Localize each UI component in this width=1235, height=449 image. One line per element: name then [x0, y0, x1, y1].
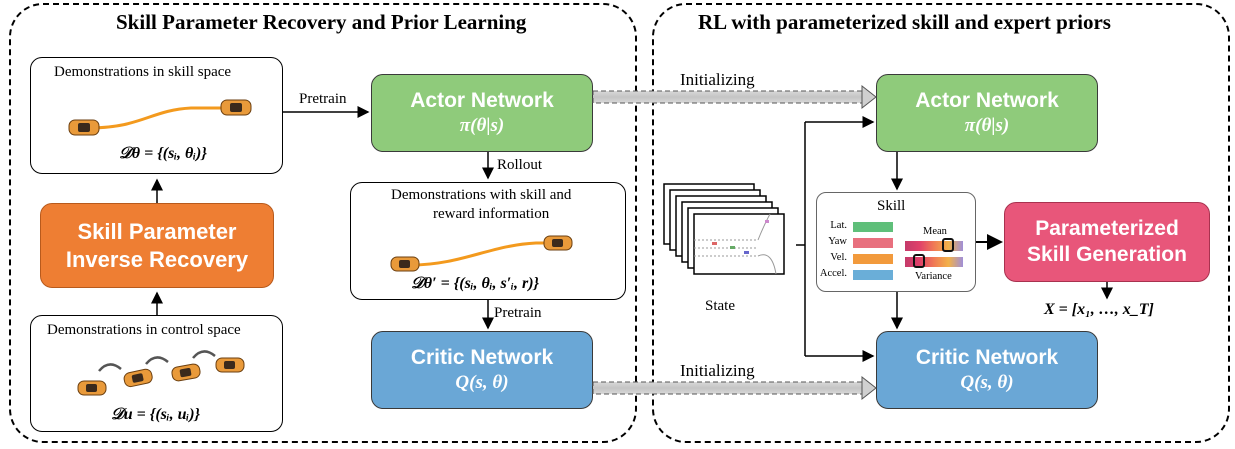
output-formula: X = [x₁, …, x_T]: [1044, 301, 1154, 318]
skill-variance-marker: [913, 254, 925, 268]
right-critic-network: Critic Network Q(s, θ): [876, 331, 1098, 409]
skill-mean-marker: [942, 238, 954, 252]
car-icon: [171, 363, 201, 382]
demo-control-caption: Demonstrations in control space: [47, 322, 241, 338]
demo-skill-space-box: Demonstrations in skill space 𝒟θ = {(sᵢ,…: [30, 57, 283, 174]
left-critic-formula: Q(s, θ): [455, 372, 509, 393]
car-icon: [215, 357, 245, 373]
control-sequence: [77, 350, 245, 396]
reward-trajectory: [390, 235, 573, 272]
car-icon: [68, 119, 100, 136]
inverse-recovery-box: Skill Parameter Inverse Recovery: [40, 203, 274, 288]
right-critic-title: Critic Network: [915, 346, 1059, 369]
car-icon: [77, 380, 107, 396]
left-actor-network: Actor Network π(θ|s): [371, 74, 593, 152]
skill-bar-accel: [853, 270, 893, 280]
init-top-label: Initializing: [680, 70, 755, 89]
skill-bar-yaw: [853, 238, 893, 248]
state-label: State: [705, 298, 735, 314]
pretrain-top-label: Pretrain: [299, 91, 347, 107]
left-critic-network: Critic Network Q(s, θ): [371, 331, 593, 409]
skill-row-lat: Lat.: [830, 220, 847, 231]
left-panel-title: Skill Parameter Recovery and Prior Learn…: [116, 10, 527, 34]
right-actor-title: Actor Network: [915, 89, 1059, 112]
right-panel-title: RL with parameterized skill and expert p…: [698, 10, 1111, 34]
skill-trajectory: [68, 99, 252, 136]
demo-control-formula: 𝒟u = {(sᵢ, uᵢ)}: [111, 406, 201, 423]
car-icon: [220, 99, 252, 116]
skill-mean-gradient: [905, 241, 963, 251]
skill-box: Skill Lat. Yaw Vel. Accel. Mean Variance: [816, 192, 976, 292]
demo-reward-box: Demonstrations with skill and reward inf…: [350, 182, 626, 300]
right-critic-formula: Q(s, θ): [960, 372, 1014, 393]
demo-reward-line1: Demonstrations with skill and: [391, 187, 572, 203]
demo-control-space-box: Demonstrations in control space 𝒟u = {(s…: [30, 315, 283, 432]
skill-row-accel: Accel.: [819, 268, 847, 279]
skill-row-vel: Vel.: [830, 252, 847, 263]
demo-reward-formula: 𝒟θ′ = {(sᵢ, θᵢ, s′ᵢ, r)}: [411, 275, 540, 292]
left-actor-formula: π(θ|s): [459, 115, 505, 136]
skill-bar-vel: [853, 254, 893, 264]
demo-skill-formula: 𝒟θ = {(sᵢ, θᵢ)}: [119, 145, 207, 162]
skill-bar-lat: [853, 222, 893, 232]
left-critic-title: Critic Network: [410, 346, 554, 369]
car-icon: [123, 368, 153, 388]
skill-generation-box: Parameterized Skill Generation: [1004, 202, 1210, 282]
skill-mean-label: Mean: [923, 226, 947, 237]
skill-variance-gradient: [905, 257, 963, 267]
car-icon: [390, 256, 420, 272]
left-panel: [9, 3, 637, 443]
skill-variance-label: Variance: [915, 271, 952, 282]
rollout-label: Rollout: [497, 157, 543, 173]
left-actor-title: Actor Network: [410, 89, 554, 112]
inverse-recovery-line2: Inverse Recovery: [65, 246, 249, 272]
right-actor-formula: π(θ|s): [964, 115, 1010, 136]
init-bottom-label: Initializing: [680, 361, 755, 380]
right-panel: [652, 3, 1230, 443]
inverse-recovery-line1: Skill Parameter: [77, 218, 237, 244]
skill-generation-line2: Skill Generation: [1027, 243, 1187, 266]
skill-generation-line1: Parameterized: [1035, 217, 1179, 240]
demo-skill-caption: Demonstrations in skill space: [54, 64, 232, 80]
car-icon: [543, 235, 573, 251]
right-actor-network: Actor Network π(θ|s): [876, 74, 1098, 152]
skill-title: Skill: [877, 198, 906, 214]
state-image-stack: [663, 183, 785, 275]
skill-row-yaw: Yaw: [828, 236, 847, 247]
pretrain-bottom-label: Pretrain: [494, 305, 542, 321]
demo-reward-line2: reward information: [433, 206, 550, 222]
